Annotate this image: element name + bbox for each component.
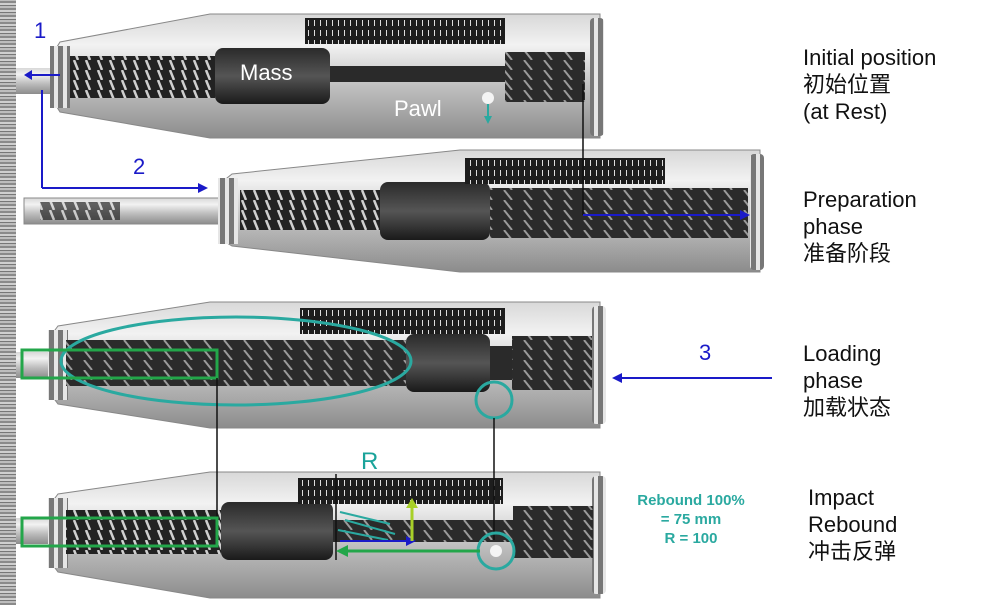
phase-initial-line3: (at Rest) xyxy=(803,99,888,124)
concrete-surface xyxy=(0,0,16,605)
arrow-step-1-head xyxy=(24,70,32,80)
step-3-label: 3 xyxy=(699,340,712,365)
phase-preparation-line1: Preparation xyxy=(803,187,917,212)
pawl xyxy=(482,92,494,104)
phase-preparation-line2: phase xyxy=(803,214,863,239)
spring-highlight-ellipse xyxy=(59,315,413,407)
rear-spring xyxy=(512,336,592,390)
grip-ring xyxy=(48,330,68,400)
rear-spring xyxy=(505,52,585,102)
end-cap xyxy=(592,476,606,594)
end-cap xyxy=(750,154,764,270)
phase-preparation-line3: 准备阶段 xyxy=(803,241,892,266)
hammer-loading xyxy=(16,301,606,429)
impact-spring xyxy=(70,56,215,98)
rebound-note: Rebound 100% = 75 mm R = 100 xyxy=(622,491,760,548)
grip-ring xyxy=(50,46,70,108)
hammer-preparation xyxy=(23,149,764,273)
phase-initial-line1: Initial position xyxy=(803,45,937,70)
mass-block xyxy=(406,334,490,392)
end-cap xyxy=(590,18,604,136)
phase-label-loading: Loading phase 加载状态 xyxy=(803,340,891,421)
phase-impact-line2: Rebound xyxy=(808,512,898,537)
spring-released xyxy=(333,520,513,542)
phase-impact-line1: Impact xyxy=(808,485,875,510)
rebound-note-line2: = 75 mm xyxy=(660,511,722,528)
grip-ring xyxy=(218,178,238,244)
phase-loading-line3: 加载状态 xyxy=(803,395,892,420)
rebound-note-line3: R = 100 xyxy=(664,530,718,547)
phase-initial-line2: 初始位置 xyxy=(803,72,892,97)
hammer-impact xyxy=(16,471,606,599)
impact-spring xyxy=(240,190,380,230)
rebound-note-line1: Rebound 100% xyxy=(637,492,745,509)
scale xyxy=(305,18,505,44)
step-2-label: 2 xyxy=(133,154,146,179)
phase-loading-line1: Loading xyxy=(803,341,882,366)
pawl-label: Pawl xyxy=(394,96,442,121)
scale xyxy=(298,478,503,504)
plunger-box-impact xyxy=(20,516,219,548)
phase-impact-line3: 冲击反弹 xyxy=(808,539,897,564)
guide-rod xyxy=(330,66,505,82)
plunger-box-loading xyxy=(20,348,219,380)
mass-block xyxy=(380,182,490,240)
guide-rod xyxy=(490,346,512,380)
r-label: R xyxy=(361,448,379,475)
rear-spring xyxy=(513,506,593,558)
scale xyxy=(300,308,505,334)
phase-label-initial: Initial position 初始位置 (at Rest) xyxy=(803,44,936,125)
mass-block xyxy=(215,48,330,104)
grip-ring xyxy=(48,498,68,568)
phase-label-impact: Impact Rebound 冲击反弹 xyxy=(808,484,897,565)
mass-label: Mass xyxy=(240,60,293,85)
step-1-label: 1 xyxy=(34,18,47,43)
plunger-groove xyxy=(40,202,120,220)
motion-lines xyxy=(337,511,396,541)
mass-block xyxy=(221,502,333,560)
stretched-spring xyxy=(490,188,748,238)
scale xyxy=(465,158,665,184)
end-cap xyxy=(592,306,606,424)
phase-label-preparation: Preparation phase 准备阶段 xyxy=(803,186,917,267)
hammer-initial xyxy=(16,13,604,139)
arrow-step-2-head xyxy=(198,183,208,193)
phase-loading-line2: phase xyxy=(803,368,863,393)
